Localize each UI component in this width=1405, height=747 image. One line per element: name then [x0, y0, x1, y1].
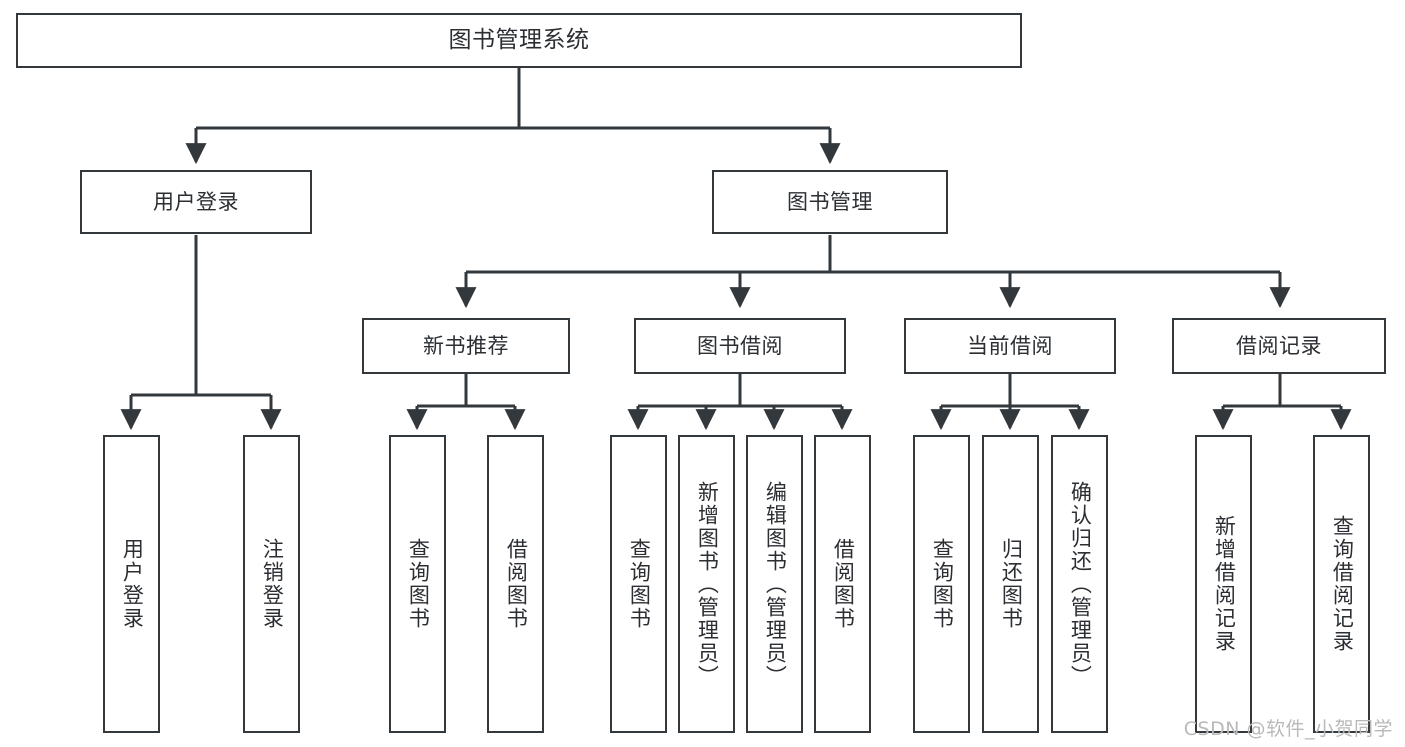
node-book-borrow[interactable]: 图书借阅: [634, 318, 846, 374]
node-label: 图书借阅: [697, 333, 783, 358]
node-root-book-management-system[interactable]: 图书管理系统: [16, 13, 1022, 68]
leaf-user-login-login[interactable]: 用户登录: [103, 435, 160, 733]
node-label: 用户登录: [153, 189, 239, 214]
node-label: 新增图书（管理员）: [695, 480, 720, 688]
node-label: 借阅图书: [504, 538, 529, 630]
node-current-borrow[interactable]: 当前借阅: [904, 318, 1116, 374]
node-label: 图书管理系统: [448, 27, 590, 54]
node-label: 新增借阅记录: [1212, 515, 1237, 653]
node-label: 新书推荐: [423, 333, 509, 358]
node-user-login[interactable]: 用户登录: [80, 170, 312, 234]
leaf-book-borrow-edit-book-admin[interactable]: 编辑图书（管理员）: [746, 435, 803, 733]
csdn-watermark: CSDN @软件_小贺同学: [1183, 718, 1393, 740]
leaf-borrow-record-query-record[interactable]: 查询借阅记录: [1313, 435, 1370, 733]
leaf-new-book-query-book[interactable]: 查询图书: [389, 435, 446, 733]
leaf-book-borrow-borrow-book[interactable]: 借阅图书: [814, 435, 871, 733]
node-label: 当前借阅: [967, 333, 1053, 358]
node-label: 用户登录: [120, 538, 145, 630]
node-label: 查询图书: [406, 538, 431, 630]
node-label: 查询借阅记录: [1330, 515, 1355, 653]
leaf-new-book-borrow-book[interactable]: 借阅图书: [487, 435, 544, 733]
node-label: 借阅图书: [831, 538, 856, 630]
leaf-current-borrow-confirm-return-admin[interactable]: 确认归还（管理员）: [1051, 435, 1108, 733]
node-label: 查询图书: [627, 538, 652, 630]
leaf-current-borrow-return-book[interactable]: 归还图书: [982, 435, 1039, 733]
node-label: 编辑图书（管理员）: [763, 480, 788, 688]
node-label: 图书管理: [787, 189, 873, 214]
leaf-user-login-logout[interactable]: 注销登录: [243, 435, 300, 733]
leaf-book-borrow-query-book[interactable]: 查询图书: [610, 435, 667, 733]
leaf-current-borrow-query-book[interactable]: 查询图书: [913, 435, 970, 733]
node-label: 借阅记录: [1236, 333, 1322, 358]
node-borrow-record[interactable]: 借阅记录: [1172, 318, 1386, 374]
node-label: 查询图书: [930, 538, 955, 630]
leaf-book-borrow-add-book-admin[interactable]: 新增图书（管理员）: [678, 435, 735, 733]
node-label: 注销登录: [260, 538, 285, 630]
node-new-book-recommend[interactable]: 新书推荐: [362, 318, 570, 374]
node-book-management[interactable]: 图书管理: [712, 170, 948, 234]
leaf-borrow-record-add-record[interactable]: 新增借阅记录: [1195, 435, 1252, 733]
node-label: 归还图书: [999, 538, 1024, 630]
node-label: 确认归还（管理员）: [1068, 480, 1093, 688]
